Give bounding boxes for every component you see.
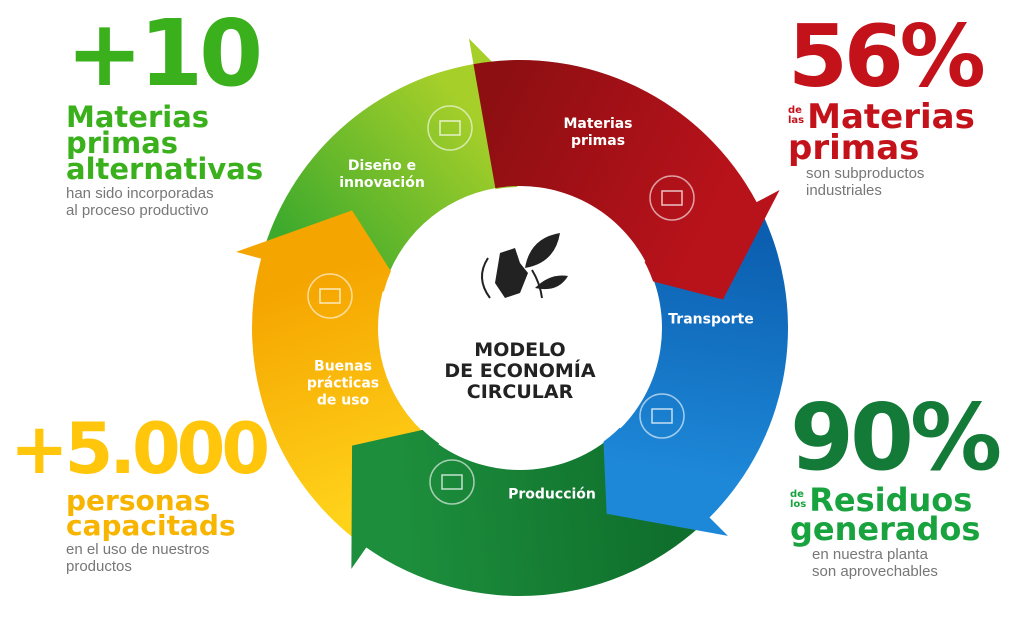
stat-title-line: personas — [66, 484, 211, 517]
segment-label-transporte: Transporte — [668, 312, 753, 329]
center-title-line: DE ECONOMÍA — [444, 360, 596, 382]
mountain-icon-glyph — [661, 190, 683, 206]
stat-prefix: los — [790, 499, 807, 510]
label-line: Materias — [563, 116, 633, 132]
stat-desc-line: productos — [66, 558, 132, 576]
stat-desc-line: al proceso productivo — [66, 202, 209, 220]
stat-title-line: Materias — [807, 97, 975, 137]
stat-title-line: capacitads — [66, 509, 236, 543]
stat-desc-line: industriales — [806, 182, 882, 200]
mountain-icon — [649, 175, 695, 221]
center-title: MODELO DE ECONOMÍA CIRCULAR — [444, 340, 595, 403]
label-line: prácticas — [306, 375, 380, 392]
label-line: primas — [570, 133, 626, 149]
label-line: Transporte — [668, 311, 754, 328]
label-line: innovación — [339, 175, 425, 191]
stat-number: +10 — [66, 0, 263, 107]
worker-icon — [307, 273, 353, 319]
center-title-line: CIRCULAR — [466, 381, 574, 403]
stat-title-line: alternativas — [66, 152, 264, 187]
segment-label-materias-primas: Materias primas — [563, 116, 632, 150]
stat-desc-line: son aprovechables — [812, 562, 938, 580]
label-line: Producción — [508, 486, 596, 503]
worker-icon-glyph — [319, 288, 341, 304]
truck-icon — [639, 393, 685, 439]
screen-gear-icon-glyph — [439, 120, 461, 136]
center-circle — [379, 187, 661, 469]
stat-prefix: de — [790, 489, 804, 500]
segment-label-produccion: Producción — [508, 487, 596, 504]
stat-number: 56% — [788, 7, 986, 107]
label-line: Buenas — [314, 358, 372, 375]
colombia-leaf-logo-icon — [481, 233, 568, 299]
stat-title-line: Residuos — [809, 481, 973, 519]
stat-trained-people: +5.000 personas capacitads en el uso de … — [10, 408, 270, 576]
truck-icon-glyph — [651, 408, 673, 424]
stat-desc-line: en el uso de nuestros — [66, 541, 210, 559]
stat-number: 90% — [790, 384, 1002, 491]
segment-label-buenas-practicas: Buenas prácticas de uso — [307, 359, 379, 410]
label-line: Diseño e — [347, 158, 417, 174]
stat-alternative-materials: +10 Materias primas alternativas han sid… — [66, 0, 264, 220]
label-line: de uso — [316, 392, 370, 409]
screen-gear-icon — [427, 105, 473, 151]
stat-title-line: primas — [66, 126, 179, 161]
factory-icon — [429, 459, 475, 505]
stat-desc-line: en nuestra planta — [812, 545, 928, 563]
stat-title-line: primas — [788, 127, 920, 168]
factory-icon-glyph — [441, 474, 463, 490]
stat-prefix: las — [788, 115, 805, 126]
stat-title-line: Materias — [66, 100, 210, 134]
stat-desc-line: son subproductos — [806, 165, 925, 183]
stat-number: +5.000 — [10, 408, 270, 490]
segment-label-diseno: Diseño e innovación — [339, 158, 425, 192]
cycle-segment-arrow — [473, 60, 780, 300]
stat-prefix: de — [788, 105, 802, 116]
cycle-segment-arrow — [602, 202, 788, 536]
stat-desc-line: han sido incorporadas — [66, 185, 214, 203]
stat-title-line: generados — [790, 509, 981, 548]
center-title-line: MODELO — [474, 339, 566, 361]
